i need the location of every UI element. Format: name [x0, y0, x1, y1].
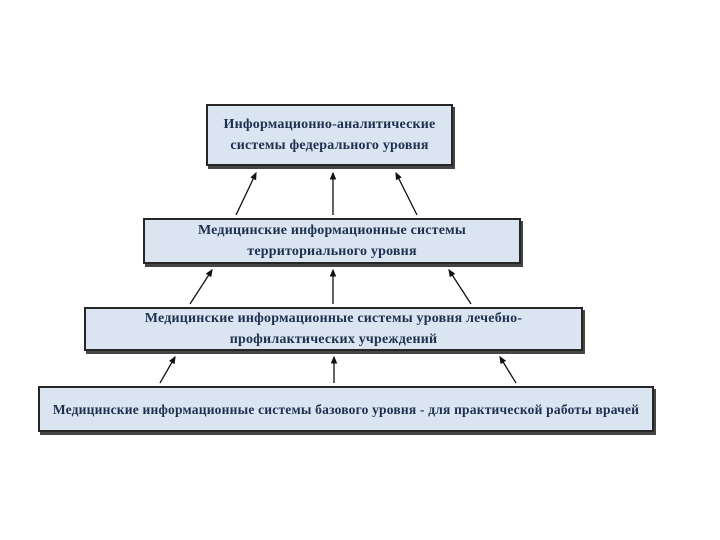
box-federal-level: Информационно-аналитические системы феде… [206, 104, 453, 166]
box-base-line-1: Медицинские информационные системы базов… [52, 401, 640, 417]
box-territorial-line-2: территориального уровня [247, 244, 417, 259]
box-federal-line-1: Информационно-аналитические [223, 117, 436, 132]
arrow-lpu-to-territorial-left [189, 268, 213, 305]
box-lpu-line-2: профилактических учреждений [229, 332, 438, 347]
box-lpu-level: Медицинские информационные системы уровн… [84, 307, 583, 351]
box-lpu-line-1: Медицинские информационные системы уровн… [144, 311, 523, 326]
arrow-territorial-to-federal-right [395, 171, 418, 216]
box-territorial-level: Медицинские информационные системы терри… [143, 218, 521, 264]
box-base-level: Медицинские информационные системы базов… [38, 386, 654, 432]
arrow-lpu-to-territorial-right [448, 268, 472, 305]
arrow-base-to-lpu-left [159, 355, 176, 384]
arrow-territorial-to-federal-left [235, 171, 257, 216]
box-territorial-line-1: Медицинские информационные системы [197, 223, 467, 238]
box-federal-line-2: системы федерального уровня [230, 138, 429, 153]
arrow-base-to-lpu-right [499, 355, 517, 384]
